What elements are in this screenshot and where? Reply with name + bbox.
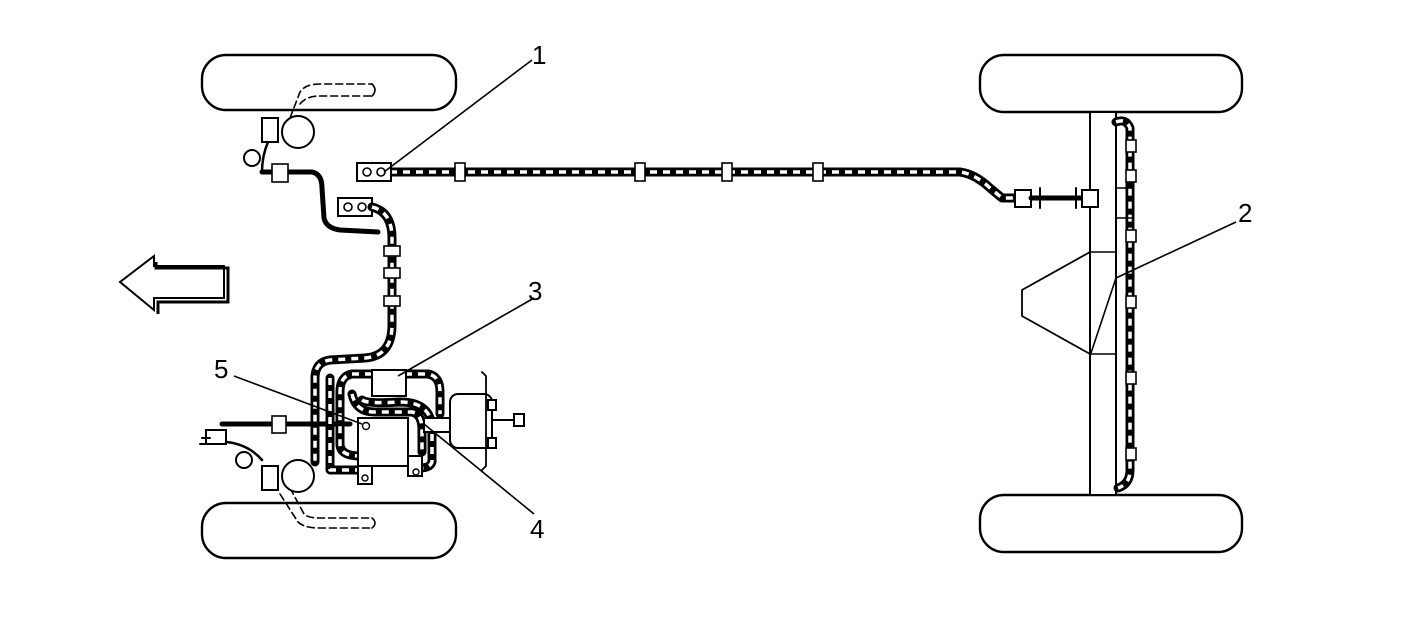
forward-direction-arrow-icon xyxy=(118,253,230,314)
leader-line-3 xyxy=(397,297,535,377)
brake-pipe-bracket xyxy=(337,162,392,217)
leader-line-4 xyxy=(423,423,535,515)
rear-brake-pipe xyxy=(385,162,1099,209)
front-left-tire xyxy=(200,53,458,112)
rear-right-tire xyxy=(978,493,1244,554)
rear-axle xyxy=(1021,111,1137,496)
master-cylinder-assembly xyxy=(335,369,525,485)
callout-1: 1 xyxy=(532,40,546,70)
callout-2: 2 xyxy=(1238,198,1252,228)
rear-left-tire xyxy=(978,53,1244,114)
callout-3: 3 xyxy=(528,276,542,306)
leader-line-5 xyxy=(233,375,363,425)
front-right-brake-line xyxy=(199,373,365,493)
front-left-brake-line xyxy=(243,115,401,467)
leader-line-1 xyxy=(383,59,533,173)
front-right-tire xyxy=(200,501,458,560)
callout-5: 5 xyxy=(214,354,228,384)
leader-line-2 xyxy=(1115,221,1237,279)
callout-4: 4 xyxy=(530,514,544,544)
leader-line-2b xyxy=(1089,277,1117,357)
